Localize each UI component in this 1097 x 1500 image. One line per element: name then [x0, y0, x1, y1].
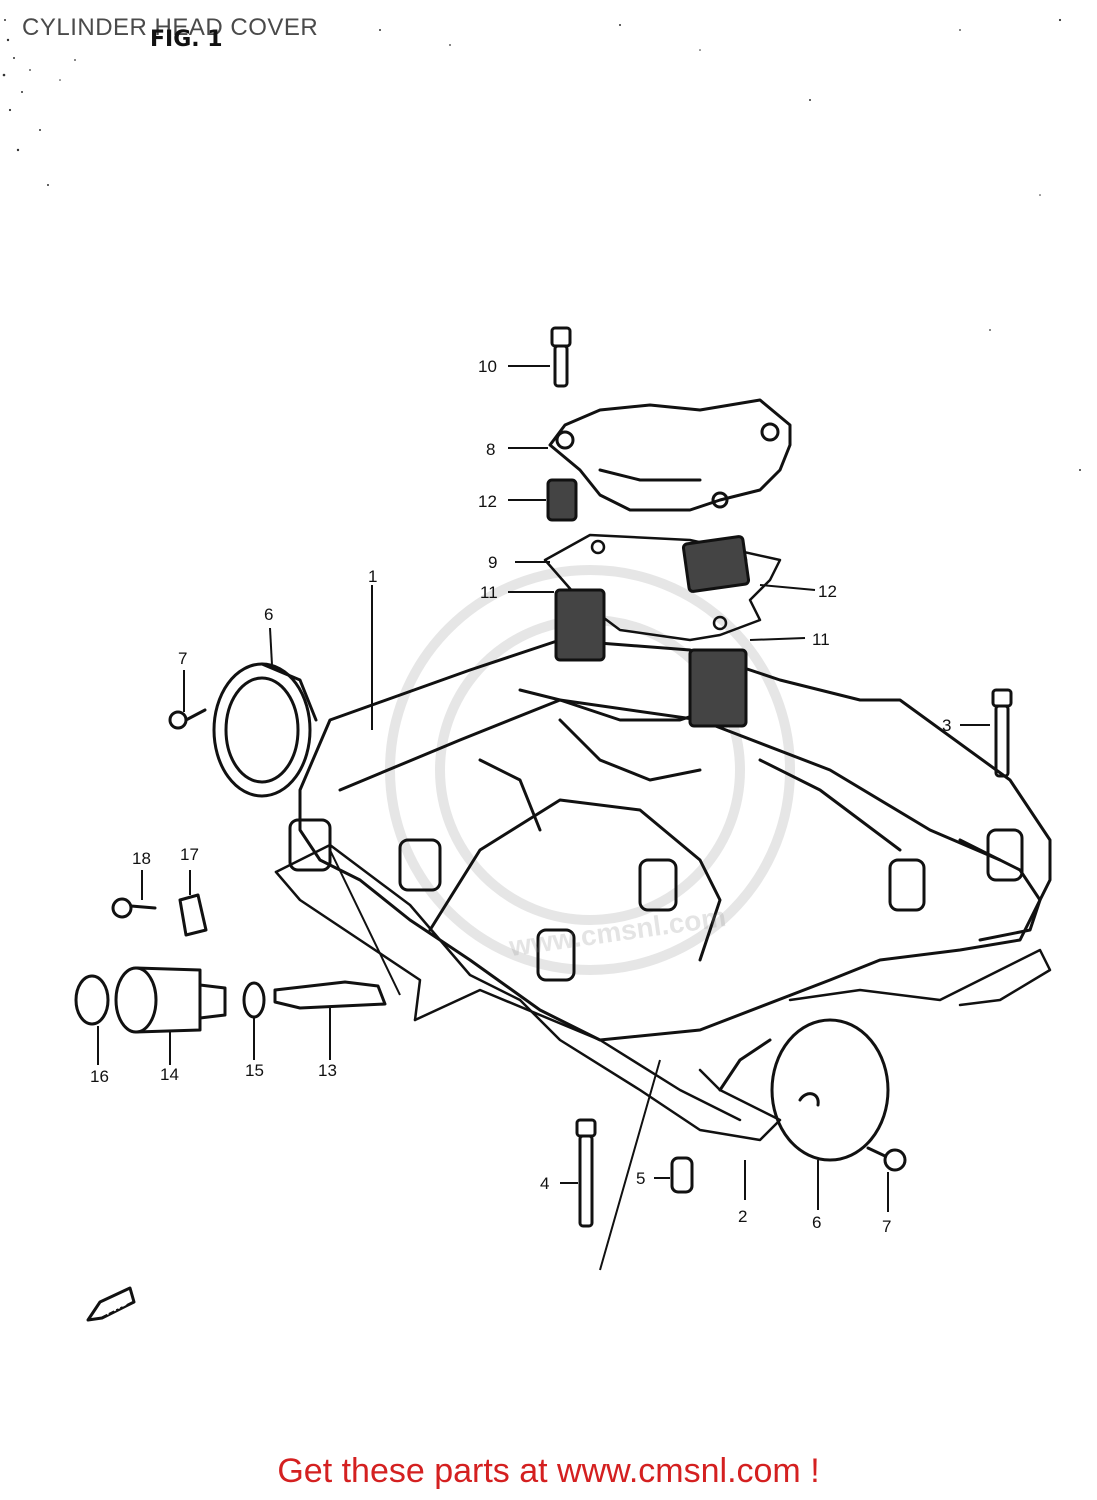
callout-9: 9 [488, 553, 497, 572]
callout-labels: 10 8 12 9 12 11 11 1 6 7 3 18 17 16 14 1… [90, 357, 951, 1236]
housing-14 [114, 966, 227, 1034]
callout-15: 15 [245, 1061, 264, 1080]
o-ring-15 [242, 981, 266, 1019]
filter-pads [546, 478, 751, 728]
callout-12-top: 12 [478, 492, 497, 511]
callout-16: 16 [90, 1067, 109, 1086]
callout-6-right: 6 [812, 1213, 821, 1232]
bolt-10 [550, 326, 572, 388]
page-title: CYLINDER HEAD COVER [22, 14, 319, 41]
callout-17: 17 [180, 845, 199, 864]
callout-6-left: 6 [264, 605, 273, 624]
callout-3: 3 [942, 716, 951, 735]
end-cap-left [212, 662, 318, 798]
gear-13 [273, 980, 387, 1010]
callout-7-right: 7 [882, 1217, 891, 1236]
callout-4: 4 [540, 1174, 549, 1193]
bolt-3 [991, 688, 1013, 778]
clip-17 [178, 893, 208, 937]
callout-7-left: 7 [178, 649, 187, 668]
head-cover-gasket [274, 843, 1052, 1142]
callout-1: 1 [368, 567, 377, 586]
fwd-arrow [86, 1286, 136, 1322]
end-cap-right [718, 1018, 890, 1162]
scan-noise [2, 18, 1081, 471]
bolt-18 [111, 897, 157, 919]
leader-lines [97, 365, 990, 1271]
figure-number: FIG. 1 [150, 27, 223, 52]
callout-11-right: 11 [812, 630, 830, 649]
callout-8: 8 [486, 440, 495, 459]
parts-diagram: 10 8 12 9 12 11 11 1 6 7 3 18 17 16 14 1… [2, 18, 1081, 1322]
callout-13: 13 [318, 1061, 337, 1080]
screw-7-left [168, 708, 207, 730]
screw-7-right [866, 1146, 907, 1172]
breather-cover [548, 398, 792, 512]
callout-11-left: 11 [480, 583, 498, 602]
callout-14: 14 [160, 1065, 179, 1084]
parts-shop-link[interactable]: Get these parts at www.cmsnl.com ! [277, 1452, 820, 1490]
callout-10: 10 [478, 357, 497, 376]
bolt-4 [575, 1118, 597, 1228]
dowel-pin-5 [670, 1156, 694, 1194]
callout-5: 5 [636, 1169, 645, 1188]
callout-12-right: 12 [818, 582, 837, 601]
callout-2: 2 [738, 1207, 747, 1226]
washer-16 [74, 974, 110, 1026]
callout-18: 18 [132, 849, 151, 868]
